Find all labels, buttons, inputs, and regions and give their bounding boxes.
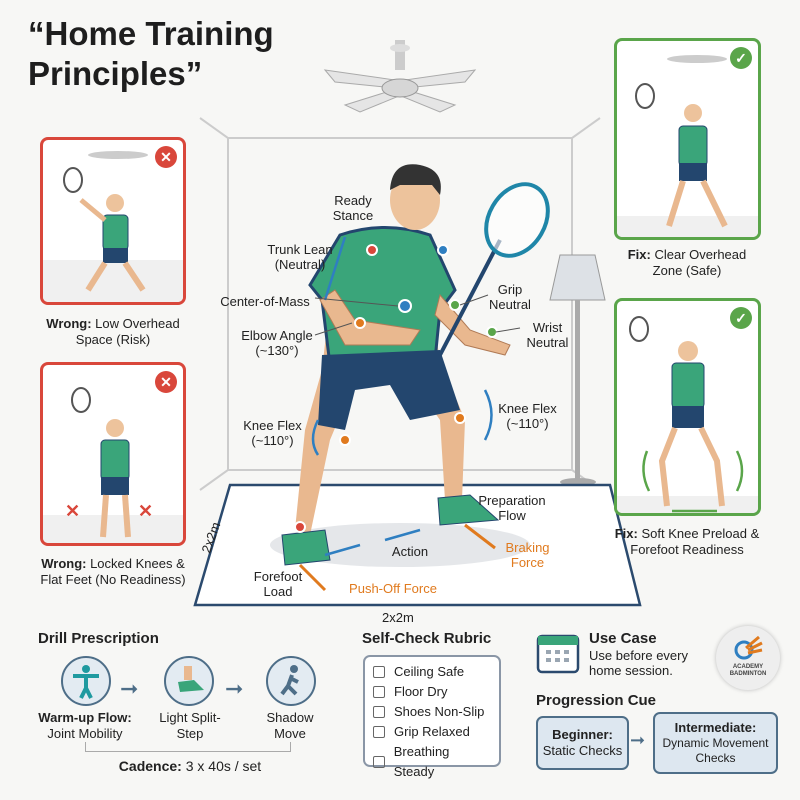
svg-text:✕: ✕: [65, 501, 80, 521]
caption-wrong-low-overhead: Wrong: Low Overhead Space (Risk): [46, 316, 180, 347]
panel-fix-soft-knee: ✓: [614, 298, 761, 516]
progression-heading: Progression Cue: [536, 692, 657, 709]
drill-heading: Drill Prescription: [38, 630, 159, 647]
checkbox: [373, 726, 385, 738]
checkbox: [373, 756, 385, 768]
progression-beginner: Beginner:Static Checks: [536, 716, 629, 770]
arrow-right-icon: ➞: [630, 730, 646, 750]
rubric-item[interactable]: Breathing Steady: [373, 742, 491, 782]
self-check-rubric: Ceiling Safe Floor Dry Shoes Non-Slip Gr…: [363, 655, 501, 779]
annotation-arrows: [311, 236, 493, 557]
label-forefoot-load: Forefoot Load: [253, 569, 303, 599]
label-knee-flex-left: Knee Flex (~110°): [243, 418, 302, 448]
label-preparation-flow: Preparation Flow: [478, 493, 546, 523]
player-figure: [281, 164, 550, 566]
label-push-off-force: Push-Off Force: [349, 581, 437, 596]
checkbox: [373, 686, 385, 698]
label-grip: Grip Neutral: [489, 282, 531, 312]
rubric-item[interactable]: Shoes Non-Slip: [373, 702, 491, 722]
academy-logo: ACADEMY BADMINTON: [716, 626, 780, 690]
arrow-right-icon: ➞: [225, 676, 244, 701]
label-knee-flex-right: Knee Flex (~110°): [498, 401, 557, 431]
rubric-item[interactable]: Ceiling Safe: [373, 662, 491, 682]
shoe-timer-icon: [164, 656, 214, 706]
checkbox: [373, 666, 385, 678]
running-figure-icon: [266, 656, 316, 706]
drill-step-split-step: Light Split-Step: [159, 710, 221, 741]
check-circle-icon: ✓: [730, 307, 752, 329]
floor-lamp-icon: [549, 254, 606, 486]
room-illustration: [193, 117, 642, 607]
panel-wrong-locked-knees: ✕ ✕ ✕: [40, 362, 186, 546]
x-circle-icon: ✕: [155, 146, 177, 168]
calendar-icon: [536, 634, 580, 674]
use-case-text: Use before every home session.: [589, 648, 688, 678]
label-action: Action: [391, 544, 429, 559]
arrow-right-icon: ➞: [120, 676, 139, 701]
logo-mark-icon: [734, 635, 763, 660]
caption-fix-soft-knee: Fix: Soft Knee Preload & Forefoot Readin…: [614, 526, 760, 557]
rubric-heading: Self-Check Rubric: [362, 630, 492, 647]
caption-fix-clear-overhead: Fix: Clear Overhead Zone (Safe): [627, 247, 747, 278]
panel-wrong-low-overhead: ✕: [40, 137, 186, 305]
stretch-figure-icon: [61, 656, 111, 706]
mat-bottom-dimension: 2x2m: [382, 610, 414, 625]
cadence-bracket: [85, 742, 291, 752]
progression-intermediate: Intermediate:Dynamic Movement Checks: [653, 712, 778, 774]
rubric-item[interactable]: Floor Dry: [373, 682, 491, 702]
svg-text:✕: ✕: [138, 501, 153, 521]
label-center-of-mass: Center-of-Mass: [220, 294, 310, 309]
x-circle-icon: ✕: [155, 371, 177, 393]
page-title: “Home Training Principles”: [28, 15, 274, 92]
use-case-heading: Use Case: [589, 630, 657, 647]
checkbox: [373, 706, 385, 718]
panel-fix-clear-overhead: ✓: [614, 38, 761, 240]
ceiling-fan-icon: [323, 40, 477, 113]
label-trunk-lean: Trunk Lean (Neutral): [267, 242, 333, 272]
cadence-text: Cadence: 3 x 40s / set: [118, 758, 262, 774]
check-circle-icon: ✓: [730, 47, 752, 69]
rubric-item[interactable]: Grip Relaxed: [373, 722, 491, 742]
label-ready-stance: Ready Stance: [332, 193, 374, 223]
label-wrist: Wrist Neutral: [526, 320, 569, 350]
caption-wrong-locked-knees: Wrong: Locked Knees & Flat Feet (No Read…: [40, 556, 186, 587]
drill-step-warmup: Warm-up Flow:Joint Mobility: [38, 710, 132, 741]
label-elbow-angle: Elbow Angle (~130°): [241, 328, 313, 358]
drill-step-shadow-move: Shadow Move: [266, 710, 314, 741]
label-braking-force: Braking Force: [505, 540, 550, 570]
